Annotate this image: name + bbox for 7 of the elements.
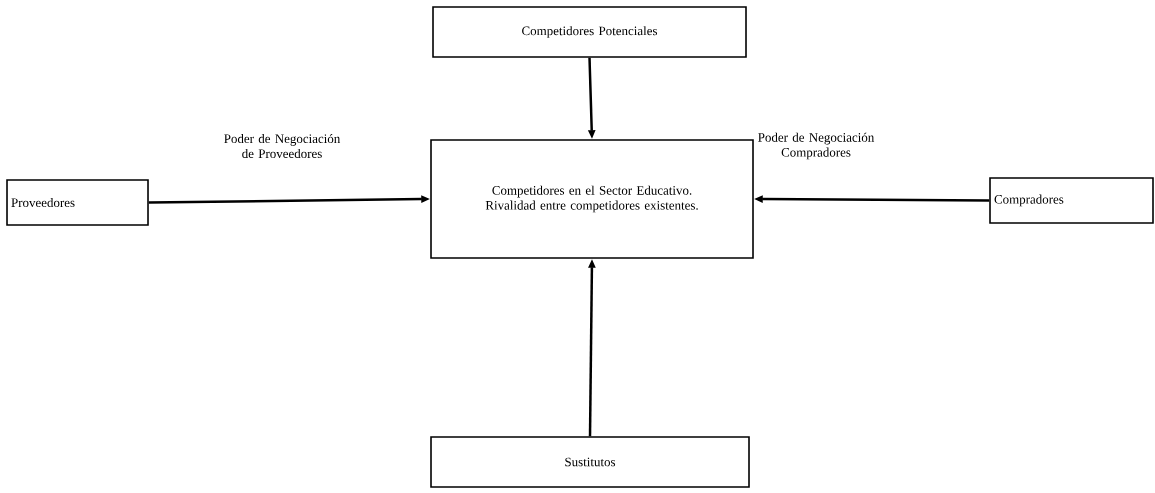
process-box: Competidores Potenciales: [432, 6, 747, 58]
process-box: Proveedores: [6, 179, 149, 226]
process-box: Compradores: [989, 177, 1154, 224]
edge-label: Poder de Negociación de Proveedores: [224, 133, 341, 159]
process-box: Sustitutos: [430, 436, 750, 488]
edge-label: Poder de Negociación Compradores: [758, 132, 875, 160]
process-box: Competidores en el Sector Educativo. Rivalidad entre competidores existentes.: [430, 139, 754, 259]
